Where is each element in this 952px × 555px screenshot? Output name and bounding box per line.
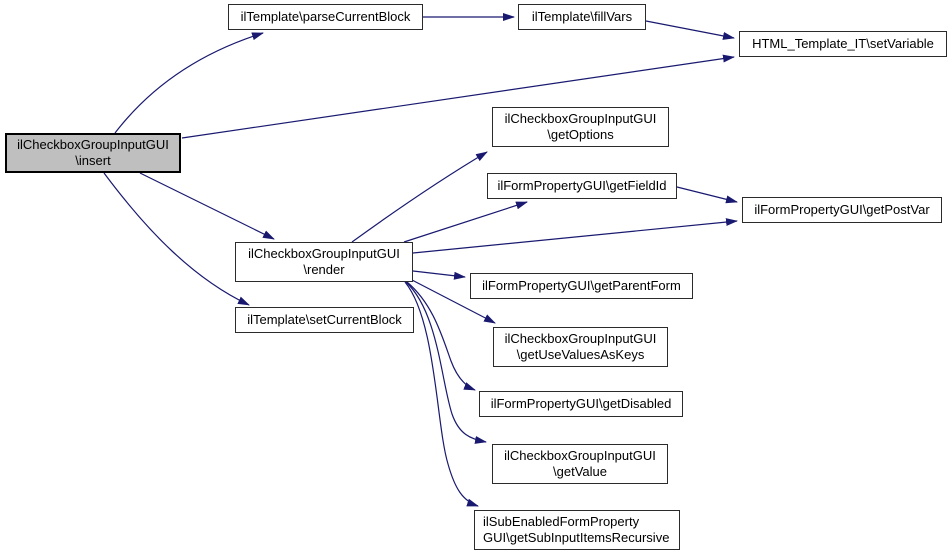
graph-node-insert: ilCheckboxGroupInputGUI\insert xyxy=(5,133,181,173)
graph-node-get-options-label-line-2: \getOptions xyxy=(547,127,614,142)
edge-insert--render xyxy=(139,172,275,240)
graph-node-set-variable-label-line-1: HTML_Template_IT\setVariable xyxy=(752,36,934,51)
graph-node-insert-label-line-2: \insert xyxy=(75,153,111,168)
graph-node-get-use-values-as-keys-label-line-1: ilCheckboxGroupInputGUI xyxy=(504,331,657,346)
graph-node-parse-current-block[interactable]: ilTemplate\parseCurrentBlock xyxy=(228,4,423,30)
edge-render--get-value xyxy=(405,281,487,444)
graph-node-get-post-var-label-line-1: ilFormPropertyGUI\getPostVar xyxy=(754,202,930,217)
graph-node-parse-current-block-label-line-1: ilTemplate\parseCurrentBlock xyxy=(240,9,411,24)
graph-node-fill-vars-label-line-1: ilTemplate\fillVars xyxy=(531,9,633,24)
graph-node-get-parent-form[interactable]: ilFormPropertyGUI\getParentForm xyxy=(470,273,693,299)
edge-render--get-disabled xyxy=(406,281,476,391)
graph-node-get-options-label-line-1: ilCheckboxGroupInputGUI xyxy=(504,111,657,126)
graph-node-get-value-label-line-1: ilCheckboxGroupInputGUI xyxy=(504,448,656,463)
graph-node-get-use-values-as-keys[interactable]: ilCheckboxGroupInputGUI\getUseValuesAsKe… xyxy=(493,327,668,367)
edge-render--get-sub-input-items xyxy=(404,281,479,507)
graph-node-get-use-values-as-keys-label-line-2: \getUseValuesAsKeys xyxy=(516,347,645,362)
graph-node-set-variable[interactable]: HTML_Template_IT\setVariable xyxy=(739,31,947,57)
graph-node-get-sub-input-items-label-line-1: ilSubEnabledFormProperty xyxy=(483,514,640,529)
edge-fill-vars--set-variable xyxy=(645,20,735,40)
graph-node-set-current-block[interactable]: ilTemplate\setCurrentBlock xyxy=(235,307,414,333)
graph-node-get-sub-input-items-label-line-2: GUI\getSubInputItemsRecursive xyxy=(483,530,670,545)
edge-render--get-post-var xyxy=(412,218,738,254)
graph-node-get-disabled-label-line-1: ilFormPropertyGUI\getDisabled xyxy=(490,396,672,411)
graph-node-get-field-id-label-line-1: ilFormPropertyGUI\getFieldId xyxy=(497,178,667,193)
edge-insert--set-current-block xyxy=(103,172,250,306)
graph-node-fill-vars[interactable]: ilTemplate\fillVars xyxy=(518,4,646,30)
edge-render--get-field-id xyxy=(403,201,528,243)
graph-node-get-disabled[interactable]: ilFormPropertyGUI\getDisabled xyxy=(479,391,683,417)
graph-node-get-post-var[interactable]: ilFormPropertyGUI\getPostVar xyxy=(742,197,942,223)
graph-node-render-label-line-2: \render xyxy=(303,262,345,277)
graph-node-insert-label-line-1: ilCheckboxGroupInputGUI xyxy=(17,137,169,152)
edge-render--get-options xyxy=(351,151,488,243)
graph-node-get-options[interactable]: ilCheckboxGroupInputGUI\getOptions xyxy=(492,107,669,147)
edge-render--get-parent-form xyxy=(412,270,466,280)
graph-node-render-label-line-1: ilCheckboxGroupInputGUI xyxy=(248,246,400,261)
edge-get-field-id--get-post-var xyxy=(676,186,738,204)
graph-node-get-parent-form-label-line-1: ilFormPropertyGUI\getParentForm xyxy=(482,278,681,293)
graph-node-get-field-id[interactable]: ilFormPropertyGUI\getFieldId xyxy=(487,173,677,199)
graph-node-render[interactable]: ilCheckboxGroupInputGUI\render xyxy=(235,242,413,282)
graph-node-get-value-label-line-2: \getValue xyxy=(553,464,607,479)
graph-node-set-current-block-label-line-1: ilTemplate\setCurrentBlock xyxy=(247,312,402,327)
edge-insert--parse-current-block xyxy=(114,32,264,134)
graph-node-get-value[interactable]: ilCheckboxGroupInputGUI\getValue xyxy=(492,444,668,484)
